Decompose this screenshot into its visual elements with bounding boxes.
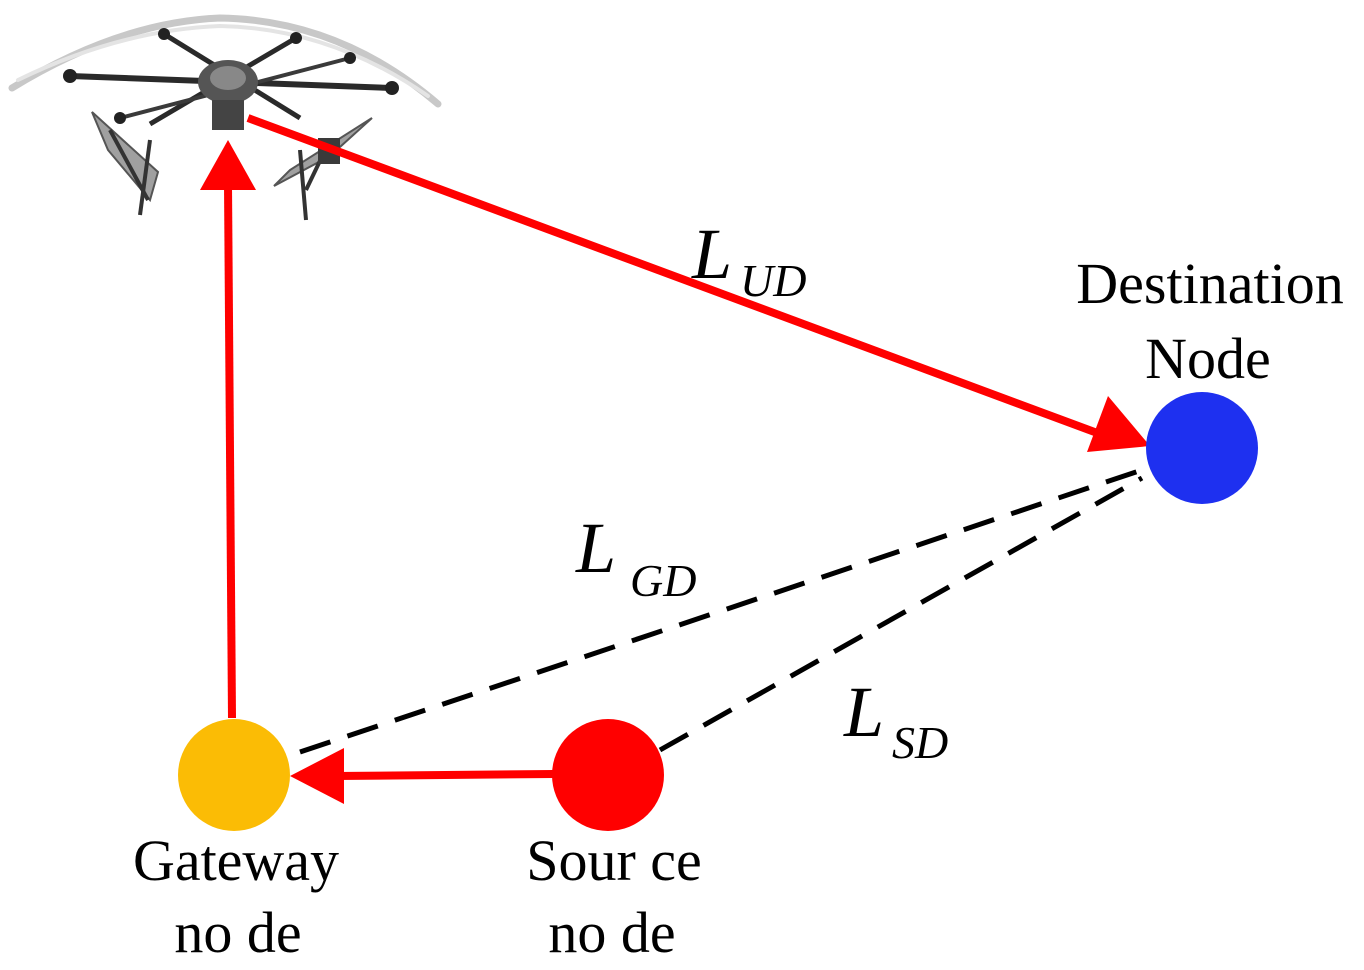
link-gateway-destination: [299, 467, 1143, 755]
source-node: [552, 719, 664, 831]
label-l-sd-main: L: [843, 672, 884, 752]
link-gateway-uav: [224, 184, 236, 719]
label-l-sd-sub: SD: [892, 717, 948, 768]
arrowhead-gateway: [290, 748, 344, 804]
label-l-sd: L SD: [843, 672, 948, 768]
label-l-ud: L UD: [691, 214, 806, 306]
arrowhead-uav: [200, 140, 256, 190]
destination-label-line1: Destination: [1076, 251, 1343, 316]
link-source-gateway: [335, 770, 554, 780]
gateway-label-line2: no de: [174, 900, 301, 965]
link-uav-destination: [246, 114, 1102, 438]
destination-node: [1146, 392, 1258, 504]
label-l-gd: L GD: [575, 508, 696, 606]
link-source-destination: [658, 475, 1144, 753]
label-l-ud-main: L: [691, 214, 732, 294]
gateway-node: [178, 719, 290, 831]
label-l-gd-sub: GD: [630, 555, 696, 606]
source-label-line1: Sour ce: [526, 828, 702, 893]
source-label-line2: no de: [548, 900, 675, 965]
label-l-ud-sub: UD: [740, 255, 806, 306]
uav-drone-icon: [8, 14, 442, 221]
arrowhead-destination: [1087, 396, 1150, 452]
destination-label-line2: Node: [1145, 326, 1271, 391]
gateway-label-line1: Gateway: [133, 828, 339, 893]
label-l-gd-main: L: [575, 508, 616, 588]
